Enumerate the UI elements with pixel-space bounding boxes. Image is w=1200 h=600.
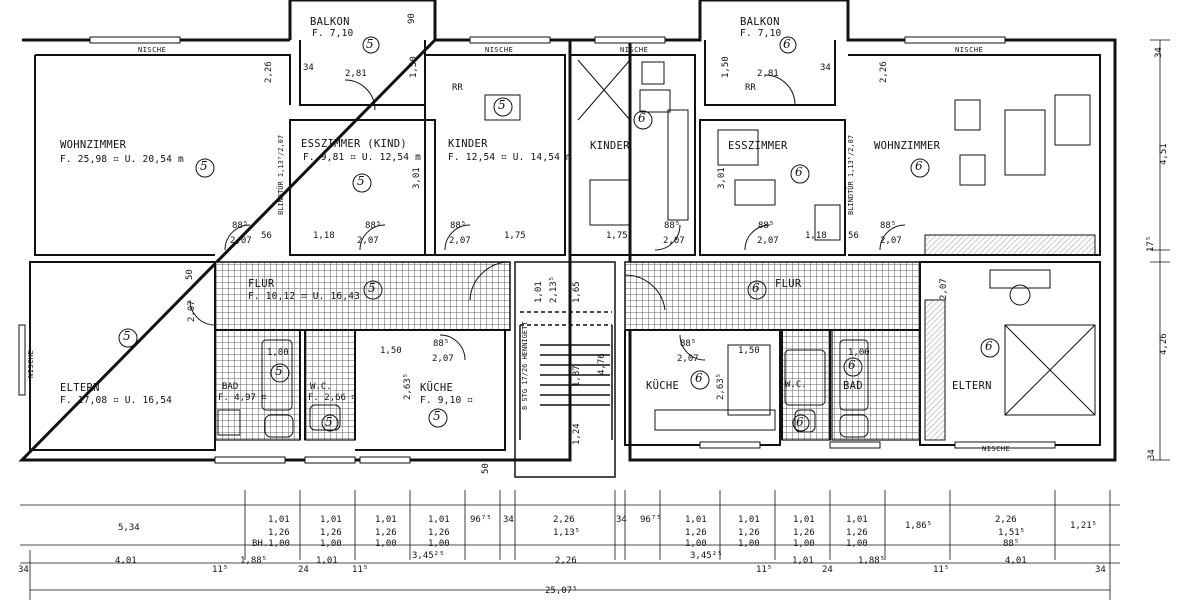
wc-left-tiles [304, 329, 356, 441]
inner-walls-right [570, 40, 1101, 446]
outer-walls [18, 0, 1117, 462]
unit-circles [118, 36, 1000, 432]
door-swings [189, 74, 906, 361]
bad-left-tiles [214, 329, 301, 441]
furniture-right [577, 59, 1096, 441]
flur-right-tiles [624, 261, 921, 331]
dimension-lines [20, 39, 1170, 600]
wc-right-tiles [781, 329, 831, 441]
furniture-left [217, 94, 521, 438]
bad-right-tiles [831, 329, 921, 441]
stair-core [514, 261, 616, 478]
inner-walls-left [29, 40, 566, 451]
flur-left-tiles [214, 261, 511, 331]
windows [18, 36, 1056, 464]
